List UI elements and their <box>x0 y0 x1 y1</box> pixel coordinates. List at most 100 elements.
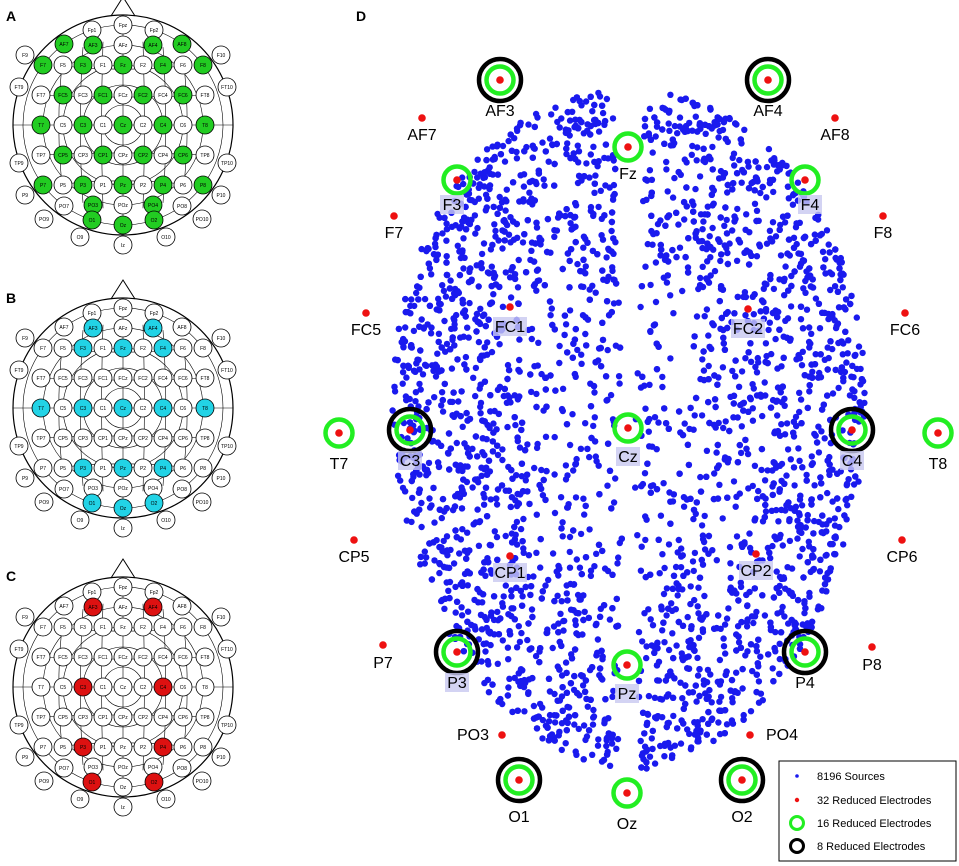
source-point <box>511 523 518 531</box>
source-point <box>551 471 558 478</box>
electrode-tp10: TP10 <box>217 153 237 173</box>
source-point <box>427 330 435 337</box>
source-point <box>593 620 600 628</box>
source-point <box>706 419 713 427</box>
electrode-label: F1 <box>100 625 106 631</box>
source-point <box>416 486 423 493</box>
source-point <box>747 708 755 715</box>
source-point <box>687 495 694 502</box>
source-point <box>417 347 424 354</box>
electrode-label: CP3 <box>78 715 88 721</box>
electrode-marker <box>195 677 215 697</box>
source-point <box>669 246 676 254</box>
electrode-label: CP4 <box>158 153 168 159</box>
source-point <box>683 184 690 191</box>
electrode-label: T7 <box>38 685 44 691</box>
source-point <box>545 675 553 682</box>
source-point <box>797 250 805 258</box>
electrode-po3: PO3 <box>83 757 103 777</box>
source-point <box>663 723 670 731</box>
source-point <box>542 496 549 504</box>
source-point <box>408 296 415 303</box>
source-point <box>689 142 696 150</box>
source-point <box>531 197 538 204</box>
source-point <box>759 592 766 599</box>
source-point <box>709 166 716 173</box>
source-point <box>599 676 606 683</box>
source-point <box>680 503 688 510</box>
electrode-tp7: TP7 <box>31 145 51 165</box>
electrode-label: CP5 <box>58 153 68 159</box>
source-point <box>684 127 691 135</box>
source-point <box>484 657 491 665</box>
source-point <box>700 681 708 688</box>
electrode-label: FT8 <box>201 655 210 661</box>
source-point <box>602 373 610 380</box>
electrode-label: AFz <box>119 326 128 332</box>
source-point <box>790 418 798 425</box>
electrode-marker <box>173 338 193 358</box>
electrode-c5: C5 <box>53 677 73 697</box>
source-point <box>435 330 443 337</box>
source-point <box>455 398 462 405</box>
electrode-dot <box>406 426 414 434</box>
electrode-label: F3 <box>443 197 462 214</box>
source-point <box>558 525 565 532</box>
electrode-po4: PO4 <box>746 727 798 744</box>
source-point <box>671 675 678 682</box>
source-point <box>459 296 466 304</box>
source-point <box>616 344 624 351</box>
source-point <box>793 220 800 227</box>
electrode-marker <box>93 398 113 418</box>
source-point <box>716 698 723 705</box>
source-point <box>480 501 488 508</box>
source-point <box>456 550 463 557</box>
source-point <box>559 707 566 714</box>
source-point <box>671 122 679 130</box>
source-point <box>753 253 761 260</box>
source-point <box>557 610 564 617</box>
electrode-marker <box>192 209 212 229</box>
source-point <box>434 251 441 258</box>
electrode-p1: P1 <box>93 737 113 757</box>
source-point <box>548 305 555 312</box>
source-point <box>505 487 513 494</box>
source-point <box>778 363 785 370</box>
source-point <box>487 170 494 177</box>
source-point <box>699 263 706 270</box>
electrode-label: Cz <box>120 406 127 412</box>
source-point <box>797 303 805 310</box>
source-point <box>759 412 766 420</box>
source-point <box>411 508 418 515</box>
electrode-af7: AF7 <box>54 596 74 616</box>
source-point <box>574 260 581 268</box>
source-point <box>781 431 789 438</box>
electrode-label: CP2 <box>138 436 148 442</box>
source-point <box>489 681 496 688</box>
source-point <box>595 128 603 135</box>
electrode-label: F6 <box>180 63 186 69</box>
electrode-label: O1 <box>508 809 529 826</box>
source-point <box>648 212 655 219</box>
electrode-f7: F7 <box>33 55 53 75</box>
source-point <box>684 441 692 448</box>
source-point <box>704 666 712 674</box>
source-point <box>838 338 845 345</box>
electrode-af3: AF3 <box>83 318 103 338</box>
source-point <box>571 213 579 221</box>
electrode-label: AF3 <box>88 43 97 49</box>
source-point <box>527 591 534 599</box>
source-point <box>819 248 827 255</box>
source-point <box>857 365 864 373</box>
electrode-label: P6 <box>180 466 186 472</box>
electrode-fc2: FC2 <box>133 85 153 105</box>
electrode-label: FC5 <box>58 376 68 382</box>
source-point <box>558 405 566 413</box>
electrode-marker <box>82 772 102 792</box>
source-point <box>474 585 481 593</box>
source-point <box>482 484 490 491</box>
source-point <box>705 362 712 370</box>
source-point <box>780 161 787 169</box>
source-point <box>751 613 759 620</box>
source-point <box>453 622 460 630</box>
